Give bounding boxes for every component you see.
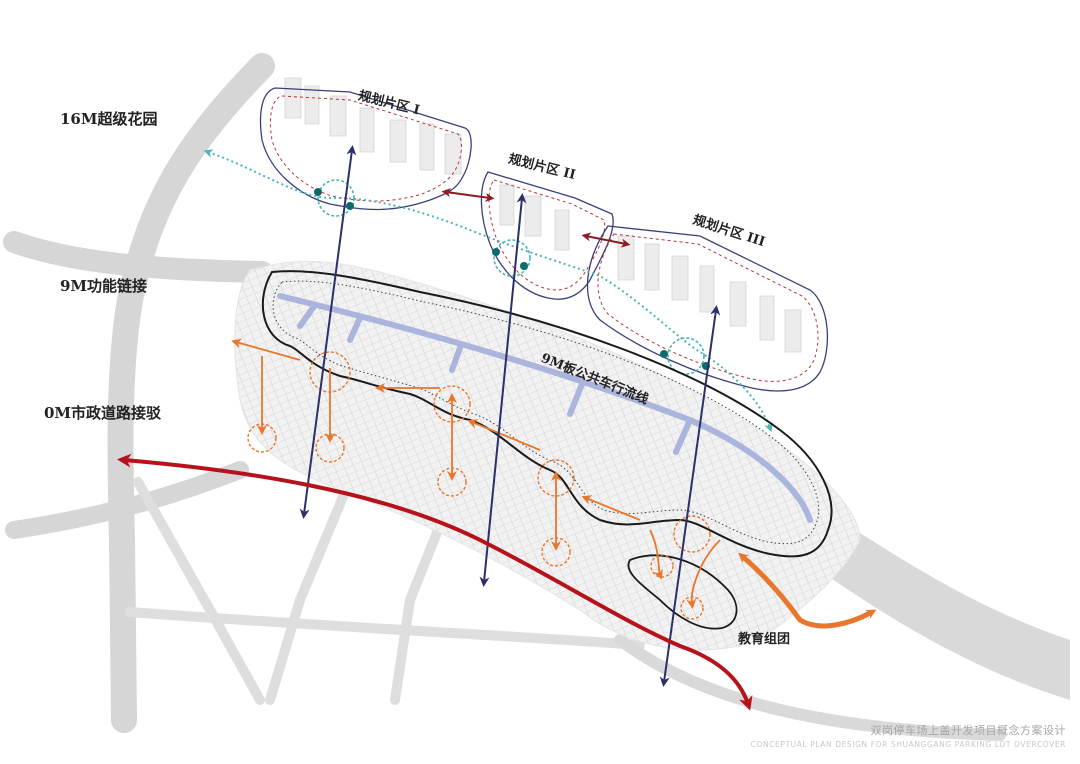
- east-entry-arrow: [738, 552, 877, 629]
- garden-node-ring-3: [667, 337, 705, 375]
- level-9m-label: 9M功能链接: [60, 277, 148, 295]
- road-bottom: [125, 607, 645, 650]
- footer-title: 双岗停车场上盖开发项目概念方案设计: [870, 724, 1066, 737]
- footer-subtitle: CONCEPTUAL PLAN DESIGN FOR SHUANGGANG PA…: [750, 740, 1066, 749]
- municipal-road-flow: [117, 453, 753, 711]
- level-16m-label: 16M超级花园: [60, 110, 158, 128]
- road-east: [614, 634, 1006, 741]
- road-left-diagonal: [133, 477, 265, 705]
- road-south-1: [265, 475, 355, 705]
- bus-lane-band: [277, 293, 813, 523]
- level-0m-label: 0M市政道路接驳: [44, 404, 162, 422]
- education-label: 教育组团: [738, 632, 791, 647]
- zone-connector-1-2: [441, 188, 495, 202]
